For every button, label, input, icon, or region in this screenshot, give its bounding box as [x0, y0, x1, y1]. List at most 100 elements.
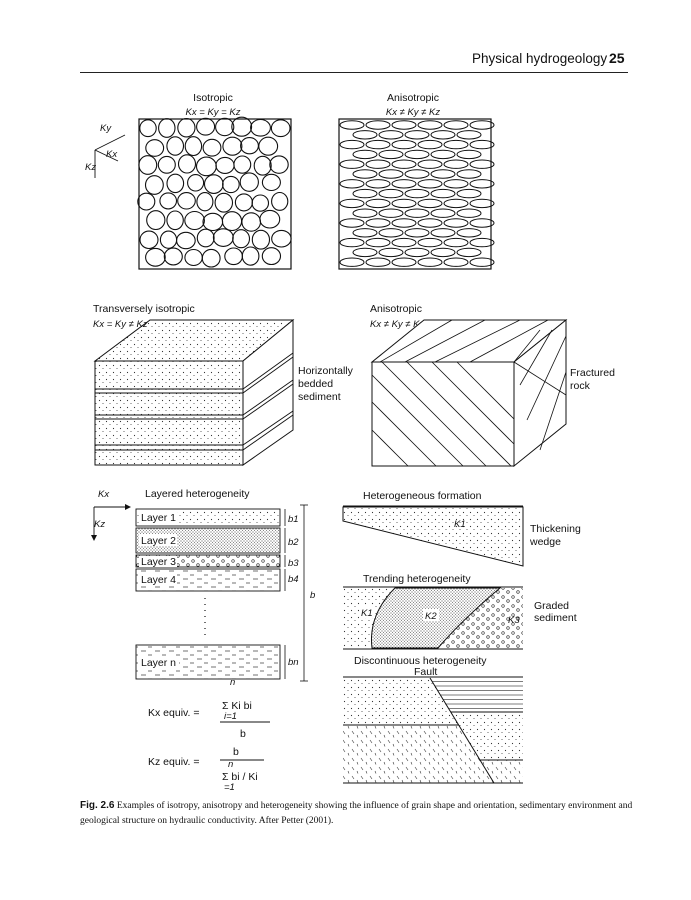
grain — [201, 248, 221, 268]
isotropic-equation: Kx = Ky = Kz — [186, 107, 241, 118]
elongated-grain — [417, 139, 443, 150]
elongated-grain — [456, 188, 482, 199]
elongated-grain — [339, 179, 365, 189]
elongated-grain — [443, 159, 469, 169]
elongated-grain — [404, 169, 430, 179]
elongated-grain — [391, 139, 417, 150]
elongated-grain — [469, 120, 495, 130]
grain — [163, 247, 183, 266]
elongated-grain — [339, 237, 365, 248]
trending-k3: K3 — [508, 615, 520, 626]
elongated-grain — [352, 208, 378, 218]
trending-title: Trending heterogeneity — [363, 573, 471, 585]
grain — [214, 192, 234, 213]
elongated-grain — [417, 257, 443, 267]
layered-axis-kx: Kx — [98, 489, 110, 500]
elongated-grain — [404, 228, 430, 238]
grain — [251, 194, 270, 212]
grain — [241, 246, 260, 266]
grain — [139, 119, 157, 138]
caption-label: Fig. 2.6 — [80, 800, 115, 811]
layer-4-label: Layer 4 — [141, 574, 176, 586]
grain — [177, 192, 196, 210]
grain — [177, 117, 196, 138]
elongated-grain — [365, 237, 391, 248]
elongated-grain — [404, 149, 430, 160]
thickness-b3: b3 — [288, 558, 299, 569]
fractured-panel: Anisotropic Kx ≠ Ky ≠ Kz Fractured rock — [370, 303, 615, 468]
elongated-grain — [352, 169, 378, 179]
transverse-label-line3: sediment — [298, 391, 341, 403]
formation-label-line2: wedge — [529, 536, 561, 548]
elongated-grain — [404, 208, 430, 218]
elongated-grain — [352, 149, 378, 160]
elongated-grain — [469, 139, 495, 150]
elongated-grain — [391, 120, 417, 130]
fractured-label-line1: Fractured — [570, 367, 615, 379]
layer-n-label: Layer n — [141, 657, 176, 669]
elongated-grain — [339, 198, 365, 209]
header-rule — [80, 72, 628, 73]
grain — [158, 118, 176, 138]
anisotropic-grains — [339, 120, 495, 267]
elongated-grain — [365, 139, 391, 150]
elongated-grain — [443, 218, 469, 228]
grain — [231, 116, 253, 137]
elongated-grain — [391, 159, 417, 169]
fractured-title: Anisotropic — [370, 303, 422, 315]
grain — [269, 155, 289, 174]
eq-kx-numerator: Σ Ki bi — [222, 700, 252, 712]
elongated-grain — [443, 198, 469, 209]
elongated-grain — [417, 198, 443, 209]
grain — [250, 118, 271, 137]
elongated-grain — [378, 247, 404, 258]
grain — [159, 192, 178, 210]
grain — [184, 136, 203, 157]
formation-panel: Heterogeneous formation K1 Thickening we… — [342, 490, 581, 567]
anisotropic-panel: Anisotropic Kx ≠ Ky ≠ Kz — [338, 92, 495, 270]
grain — [176, 231, 196, 250]
thickness-b2: b2 — [288, 537, 299, 548]
elongated-grain — [404, 188, 430, 199]
elongated-grain — [430, 208, 456, 218]
eq-kz-numerator: b — [233, 746, 239, 758]
page-number: 25 — [609, 50, 625, 66]
formation-k1: K1 — [454, 519, 466, 530]
elongated-grain — [365, 218, 391, 228]
elongated-grain — [469, 218, 495, 228]
elongated-grain — [469, 159, 495, 169]
elongated-grain — [365, 257, 391, 267]
grain — [184, 210, 205, 231]
elongated-grain — [456, 149, 482, 160]
grain — [145, 139, 165, 157]
fractured-label-line2: rock — [570, 380, 591, 392]
elongated-grain — [339, 139, 365, 150]
elongated-grain — [430, 228, 456, 238]
layered-panel: Kx Kz Layered heterogeneity Layer 1 Laye… — [91, 488, 315, 793]
eq-kx-label: Kx equiv. = — [148, 707, 199, 719]
formation-title: Heterogeneous formation — [363, 490, 482, 502]
elongated-grain — [456, 208, 482, 218]
thickness-total-b: b — [310, 590, 315, 601]
figure-caption: Fig. 2.6 Examples of isotropy, anisotrop… — [80, 798, 640, 829]
thickness-b4: b4 — [288, 574, 299, 585]
grain — [145, 247, 166, 267]
trending-k2: K2 — [425, 611, 437, 622]
elongated-grain — [417, 159, 443, 169]
elongated-grain — [417, 218, 443, 228]
elongated-grain — [430, 169, 456, 179]
grain — [202, 138, 222, 157]
isotropic-grains — [137, 116, 292, 268]
transverse-panel: Transversely isotropic Kx = Ky ≠ Kz Hori… — [93, 303, 354, 466]
anisotropic-equation: Kx ≠ Ky ≠ Kz — [386, 107, 440, 118]
grain — [177, 154, 197, 174]
elongated-grain — [417, 237, 443, 248]
elongated-grain — [391, 237, 417, 248]
isotropic-title: Isotropic — [193, 92, 233, 104]
axes-diagram: Ky Kx Kz — [85, 123, 126, 178]
layered-axis-kz: Kz — [94, 519, 105, 530]
grain — [258, 136, 279, 156]
eq-kz-label: Kz equiv. = — [148, 756, 199, 768]
elongated-grain — [378, 149, 404, 160]
